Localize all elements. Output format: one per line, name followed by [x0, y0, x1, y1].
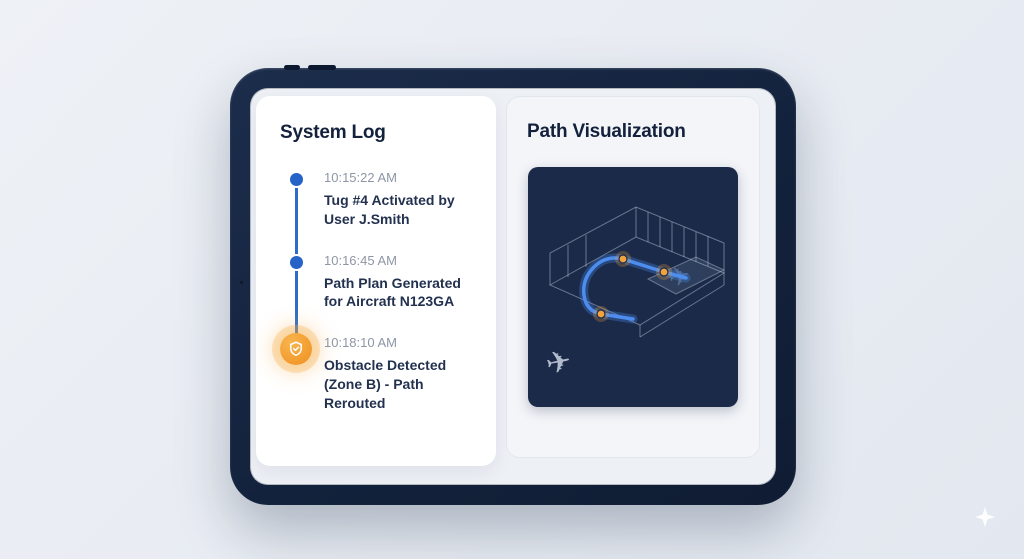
hangar-wireframe: [548, 206, 726, 338]
log-entry-time: 10:18:10 AM: [324, 335, 397, 351]
path-visualization-card: Path Visualization: [506, 96, 760, 458]
system-log-card: System Log 10:15:22 AM Tug #4 Activated …: [256, 96, 496, 466]
log-entry-text: Path Plan Generated for Aircraft N123GA: [324, 274, 461, 310]
timeline-dot-icon: [289, 255, 303, 269]
log-entry-time: 10:16:45 AM: [324, 252, 397, 268]
tablet-camera: [239, 280, 244, 285]
route-path: [581, 256, 688, 321]
log-entry: 10:15:22 AM Tug #4 Activated by User J.S…: [280, 170, 472, 229]
log-entry-text: Obstacle Detected (Zone B) - Path Rerout…: [324, 357, 447, 412]
tablet-screen: System Log 10:15:22 AM Tug #4 Activated …: [250, 88, 776, 485]
log-entry-text: Tug #4 Activated by User J.Smith: [324, 191, 455, 227]
alert-shield-icon: [280, 333, 312, 366]
tablet-power-button: [284, 65, 300, 70]
tablet-volume-button: [308, 65, 336, 70]
path-visualization-title: Path Visualization: [527, 121, 686, 142]
log-entry: 10:18:10 AM Obstacle Detected (Zone B) -…: [280, 333, 472, 413]
tablet-device: System Log 10:15:22 AM Tug #4 Activated …: [230, 65, 796, 505]
zone-highlight: [646, 256, 726, 295]
log-entry-time: 10:15:22 AM: [324, 170, 397, 185]
system-log-title: System Log: [280, 122, 386, 143]
timeline: 10:15:22 AM Tug #4 Activated by User J.S…: [280, 170, 472, 413]
timeline-connector-line: [294, 180, 298, 358]
sparkle-icon: [975, 507, 995, 527]
path-map-illustration: ✈ ✈: [543, 206, 726, 382]
path-map: ✈ ✈: [528, 167, 738, 407]
timeline-dot-icon: [289, 173, 303, 186]
log-entry: 10:16:45 AM Path Plan Generated for Airc…: [280, 253, 472, 312]
airplane-icon: ✈: [543, 344, 574, 382]
waypoint-dots: [593, 251, 672, 322]
